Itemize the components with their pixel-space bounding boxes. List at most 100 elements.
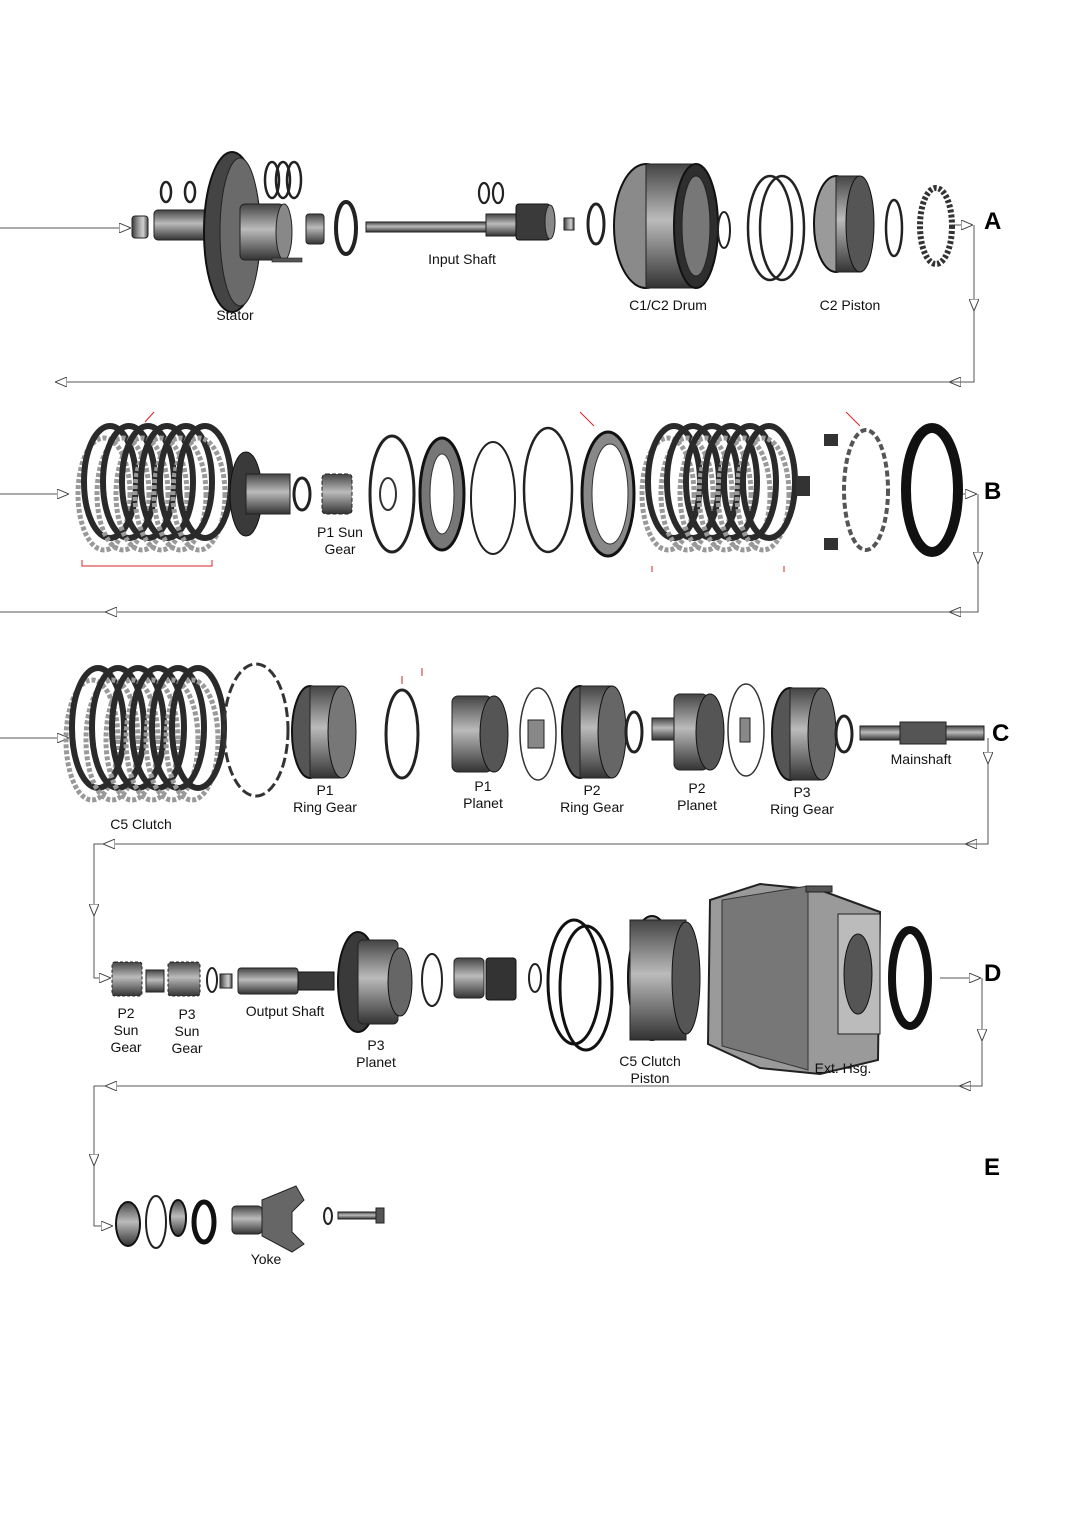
p1-ring-gear-part (291, 685, 357, 779)
clutch-pack-part (63, 665, 227, 803)
large-seal-rings-part (746, 174, 806, 282)
steel-plate (132, 435, 190, 553)
spring-cage-part (222, 662, 290, 798)
washer-part (323, 1207, 333, 1225)
label-p3-ring-gear: P3 Ring Gear (770, 784, 834, 817)
label-p1-sun-gear: P1 Sun Gear (317, 524, 363, 557)
steel-plate (94, 435, 152, 553)
snap-ring-part (384, 688, 420, 780)
snap-ring-part (421, 953, 443, 1007)
large-seal-rings-part (546, 918, 614, 1052)
washer-part (586, 202, 606, 246)
steel-plate (123, 677, 181, 803)
row-letter-e: E (984, 1154, 1001, 1181)
friction-plate (109, 665, 167, 791)
row-b-parts (75, 423, 963, 558)
label-p3-planet: P3 Planet (356, 1037, 396, 1070)
c5-clutch-piston-part (627, 915, 701, 1041)
snap-ring-part (470, 441, 516, 555)
label-mainshaft: Mainshaft (890, 751, 952, 767)
label-p2-ring-gear: P2 Ring Gear (560, 782, 624, 815)
p2-ring-gear-part (561, 685, 627, 779)
seal-part (191, 1199, 217, 1245)
steel-plate (163, 677, 221, 803)
seal-part (901, 423, 963, 557)
o-ring-part (159, 180, 197, 204)
friction-plate (149, 665, 207, 791)
label-p1-ring-gear: P1 Ring Gear (293, 782, 357, 815)
steel-plate (170, 435, 228, 553)
bolt-part (337, 1207, 385, 1224)
thrust-washer-part (292, 476, 312, 512)
row-letter-a: A (984, 208, 1002, 235)
row-e-parts (115, 1185, 385, 1253)
p3-ring-gear-part (771, 687, 837, 781)
bushing-part (131, 215, 149, 239)
bearing-part (453, 957, 485, 999)
steel-plate (658, 435, 716, 553)
backing-plate-part (580, 430, 636, 558)
friction-plate (89, 665, 147, 791)
o-ring-part (477, 181, 505, 205)
row-letter-c: C (992, 720, 1010, 747)
snap-ring-part (884, 198, 904, 258)
extension-housing-part (706, 882, 882, 1076)
steel-plate (113, 435, 171, 553)
row-letter-b: B (984, 478, 1002, 505)
mainshaft-part (859, 721, 985, 745)
flow-lines (0, 225, 988, 1226)
input-shaft-part (365, 203, 556, 241)
friction-plate (157, 423, 215, 541)
washer-part (624, 710, 644, 754)
p2-sun-gear-part (111, 961, 143, 997)
p3-planet-part (337, 931, 413, 1033)
clutch-pack-part (639, 423, 798, 553)
thrust-washer-part (334, 200, 358, 256)
steel-plate (103, 677, 161, 803)
red-marks (81, 411, 861, 684)
output-shaft-part (237, 967, 335, 995)
snap-ring-part (522, 426, 574, 554)
washer-part (834, 714, 854, 754)
label-c2-piston: C2 Piston (819, 297, 881, 313)
bearing-part (115, 1201, 141, 1247)
washer-part (206, 967, 218, 993)
snap-ring-part (145, 1195, 167, 1249)
label-p2-sun-gear: P2 Sun Gear (110, 1005, 142, 1055)
spring-part (796, 434, 838, 550)
steel-plate (83, 677, 141, 803)
steel-plate (639, 435, 697, 553)
hub-part (229, 451, 291, 537)
thrust-washer-part (519, 687, 557, 781)
label-ext-hsg: Ext. Hsg. (814, 1060, 872, 1076)
p3-sun-gear-part (167, 961, 201, 997)
steel-plate (677, 435, 735, 553)
c2-piston-part (813, 175, 875, 273)
label-c5-clutch: C5 Clutch (110, 816, 172, 832)
needle-bearing-part (305, 213, 325, 245)
friction-plate (740, 423, 798, 541)
friction-plate (138, 423, 196, 541)
p2-planet-part (651, 693, 725, 771)
label-yoke: Yoke (250, 1251, 282, 1267)
spring-pack-part (917, 185, 955, 267)
label-stator: Stator (216, 307, 254, 323)
label-p2-planet: P2 Planet (677, 780, 717, 813)
clutch-pack-part (75, 423, 234, 553)
steel-plate (143, 677, 201, 803)
thrust-washer-part (727, 683, 765, 777)
friction-plate (69, 665, 127, 791)
reaction-plate-part (418, 436, 466, 552)
label-input-shaft: Input Shaft (428, 251, 496, 267)
p1-planet-part (451, 695, 509, 773)
steel-plate (696, 435, 754, 553)
friction-plate (702, 423, 760, 541)
steel-plate (151, 435, 209, 553)
bearing-part (145, 969, 165, 993)
p1-sun-gear-part (321, 473, 353, 515)
row-letter-d: D (984, 960, 1002, 987)
gasket-part (888, 926, 932, 1030)
pressure-plate-part (368, 434, 416, 554)
